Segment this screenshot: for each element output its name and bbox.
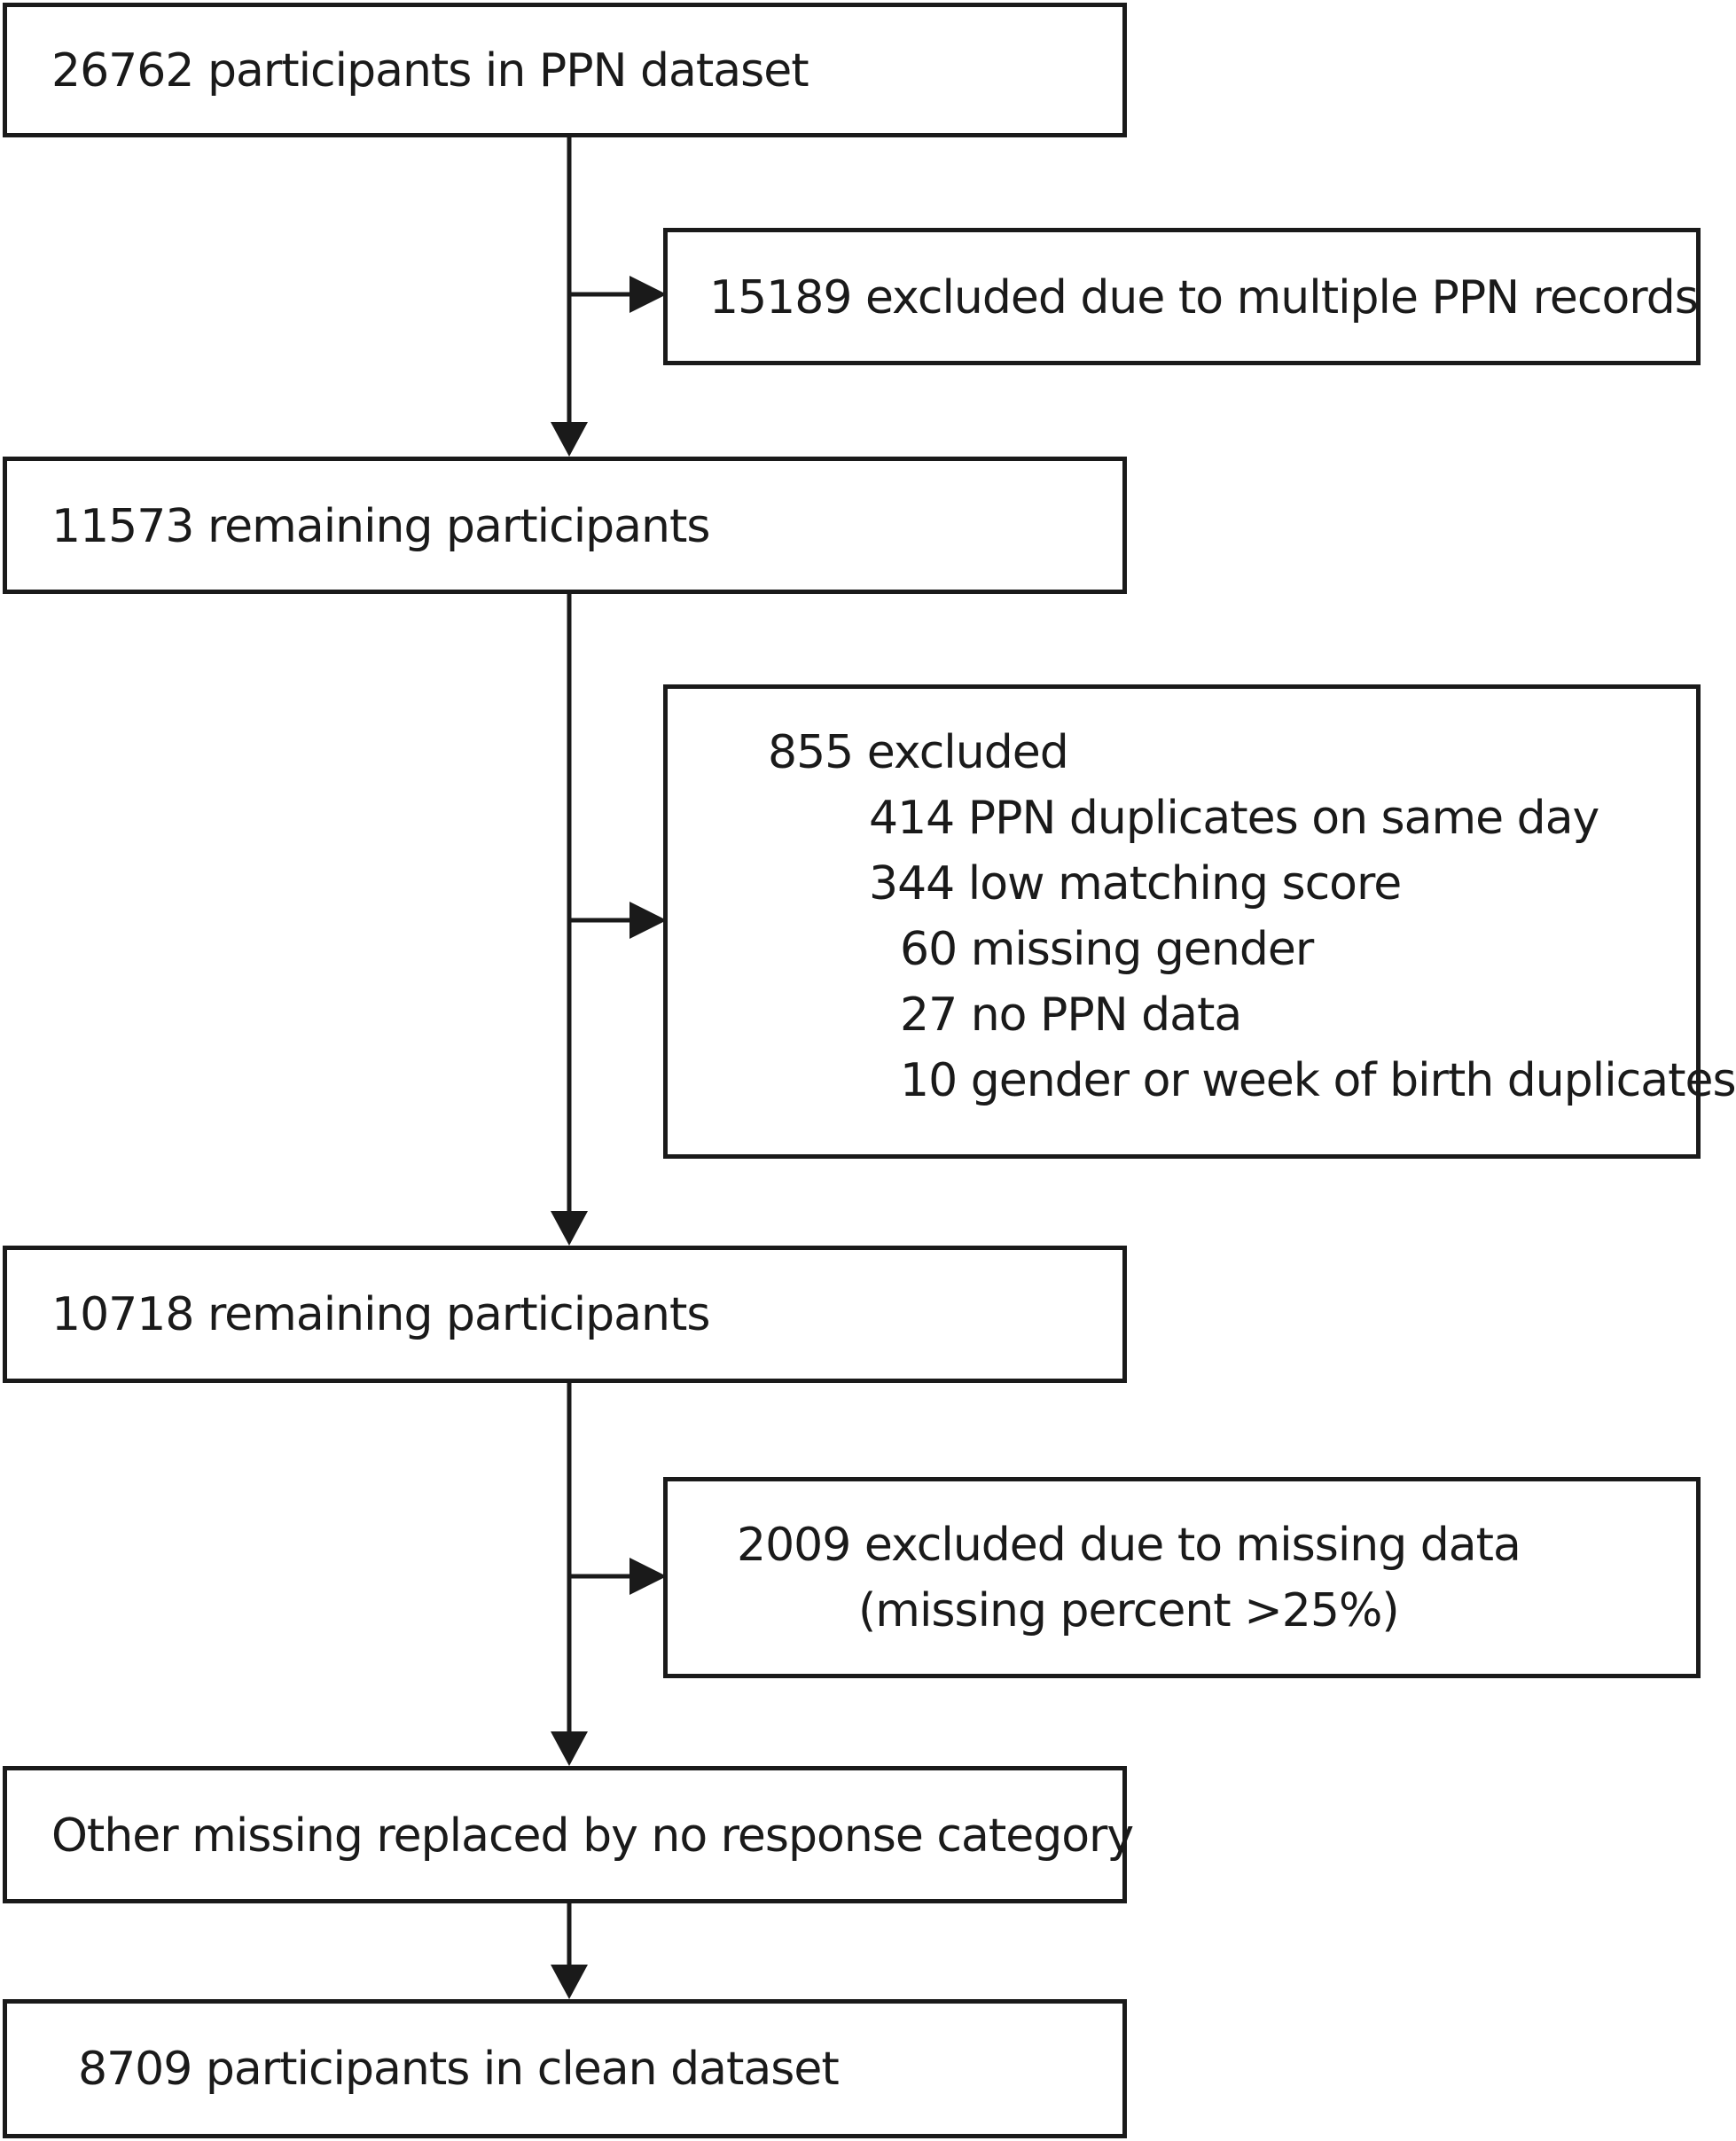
arrowhead-right-3 [629,1558,667,1595]
text-reason-missing-gender: 60 missing gender [900,923,1314,976]
box-no-response-category: Other missing replaced by no response ca… [3,1766,1134,1903]
box-exclusion-missing-data: 2009 excluded due to missing data (missi… [663,1477,1701,1678]
arrowhead-down-4 [551,1965,588,1999]
text-no-response-category: Other missing replaced by no response ca… [51,1809,1134,1863]
text-exclusion-missing-data: 2009 excluded due to missing data [737,1519,1521,1572]
box-clean-dataset: 8709 participants in clean dataset [3,1999,1127,2138]
box-remaining-participants-2: 10718 remaining participants [3,1246,1127,1383]
box-exclusion-multiple-records: 15189 excluded due to multiple PPN recor… [663,228,1701,365]
text-reason-duplicates-same-day: 414 PPN duplicates on same day [869,792,1599,845]
arrowhead-down-2 [551,1211,588,1246]
text-exclusion-multiple-records: 15189 excluded due to multiple PPN recor… [709,271,1699,324]
text-clean-dataset: 8709 participants in clean dataset [78,2043,840,2096]
arrowhead-right-2 [629,902,667,939]
box-exclusion-855: 855 excluded 414 PPN duplicates on same … [663,684,1736,1159]
arrowhead-right-1 [629,276,667,313]
text-reason-no-ppn-data: 27 no PPN data [900,988,1242,1042]
text-reason-low-matching-score: 344 low matching score [869,857,1402,910]
text-exclusion-missing-percent: (missing percent >25%) [858,1584,1400,1637]
text-exclusion-855-total: 855 excluded [768,726,1069,779]
box-ppn-dataset: 26762 participants in PPN dataset [3,3,1127,137]
text-ppn-dataset: 26762 participants in PPN dataset [51,44,809,98]
text-reason-birth-duplicates: 10 gender or week of birth duplicates [900,1054,1736,1107]
arrowhead-down-3 [551,1731,588,1766]
text-remaining-participants-1: 11573 remaining participants [51,500,710,553]
text-remaining-participants-2: 10718 remaining participants [51,1288,710,1341]
arrowhead-down-1 [551,422,588,457]
box-remaining-participants-1: 11573 remaining participants [3,457,1127,594]
